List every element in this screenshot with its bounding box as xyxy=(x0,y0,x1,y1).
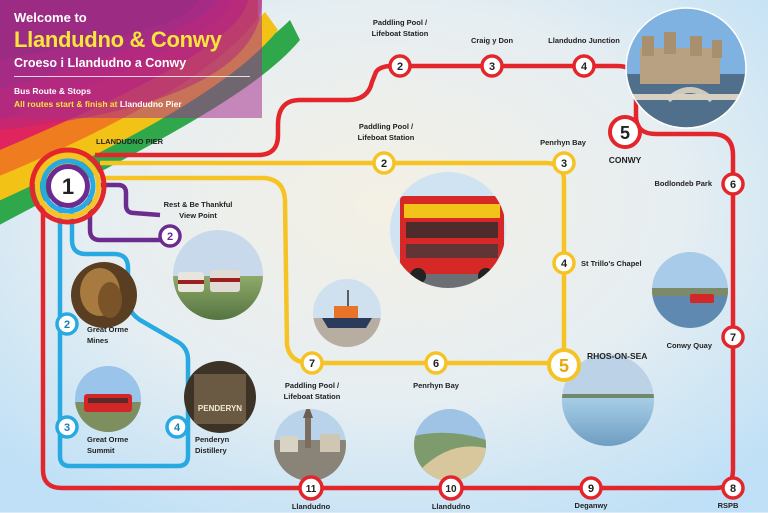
purple-stop-2-label-line2: View Point xyxy=(179,210,217,220)
yellow-stop-3[interactable]: 3 xyxy=(552,151,576,175)
blue-stop-4[interactable]: 4 xyxy=(165,415,189,439)
yellow-stop-5-rhos[interactable]: 5 xyxy=(547,348,581,382)
red-stop-7-num: 7 xyxy=(730,332,736,344)
yellow-stop-7-num: 7 xyxy=(309,358,315,370)
blue-stop-4-label-line2: Distillery xyxy=(195,445,227,455)
hub-label: LLANDUDNO PIER xyxy=(96,137,164,146)
red-stop-7[interactable]: 7 xyxy=(721,325,745,349)
red-stop-11[interactable]: 11 xyxy=(298,475,324,501)
blue-stop-2-num: 2 xyxy=(64,319,70,331)
red-stop-9-num: 9 xyxy=(588,483,594,495)
yellow-stop-4-num: 4 xyxy=(561,258,568,270)
header-divider xyxy=(14,76,250,77)
red-stop-10-num: 10 xyxy=(445,484,457,495)
yellow-stop-6-num: 6 xyxy=(433,358,439,370)
penderyn-sign: PENDERYN xyxy=(198,404,242,413)
all-routes-prefix: All routes start & finish at xyxy=(14,99,118,109)
yellow-stop-2[interactable]: 2 xyxy=(372,151,396,175)
yellow-stop-5-num: 5 xyxy=(559,356,569,376)
purple-stop-2-num: 2 xyxy=(167,231,173,243)
red-stop-5-num: 5 xyxy=(620,123,630,143)
yellow-stop-4[interactable]: 4 xyxy=(552,251,576,275)
welcome-text: Welcome to xyxy=(14,10,87,25)
blue-stop-3-label-line1: Great Orme xyxy=(87,435,129,444)
great-orme-mines-photo xyxy=(71,262,137,328)
red-stop-8-label: RSPB xyxy=(717,501,739,510)
header-swoosh xyxy=(0,0,300,225)
purple-stop-2-label-line1: Rest & Be Thankful xyxy=(163,200,233,209)
red-stop-6-label: Bodlondeb Park xyxy=(654,179,712,188)
yellow-stop-2-label-line1: Paddling Pool / xyxy=(358,122,414,131)
blue-stop-3-label-line2: Summit xyxy=(87,445,115,455)
blue-stop-3-num: 3 xyxy=(64,422,70,434)
yellow-stop-2-label-line2: Lifeboat Station xyxy=(357,132,415,142)
yellow-stop-4-label: St Trillo's Chapel xyxy=(581,259,642,268)
conwy-castle-photo xyxy=(626,8,746,128)
hub-number: 1 xyxy=(62,174,74,199)
red-stop-3[interactable]: 3 xyxy=(480,54,504,78)
yellow-stop-7-label-line1: Paddling Pool / xyxy=(284,381,340,390)
yellow-stop-6[interactable]: 6 xyxy=(424,351,448,375)
red-stop-4[interactable]: 4 xyxy=(572,54,596,78)
page-title: Llandudno & Conwy xyxy=(14,27,222,52)
red-stop-4-label: Llandudno Junction xyxy=(548,36,620,45)
yellow-stop-3-label: Penrhyn Bay xyxy=(540,138,586,147)
red-stop-5-conwy[interactable]: 5 xyxy=(608,115,642,149)
yellow-stop-7-label-line2: Lifeboat Station xyxy=(283,391,341,401)
yellow-stop-6-label: Penrhyn Bay xyxy=(413,381,459,390)
conwy-quay-photo xyxy=(652,252,728,328)
blue-stop-4-num: 4 xyxy=(174,422,181,434)
hub-stop-1[interactable]: 1 xyxy=(29,147,107,225)
yellow-stop-7[interactable]: 7 xyxy=(300,351,324,375)
yellow-stop-5-label: RHOS-ON-SEA xyxy=(587,351,648,361)
all-routes-place: Llandudno Pier xyxy=(119,99,182,109)
blue-stop-4-label-line1: Penderyn xyxy=(195,435,230,444)
blue-stop-2-label-line2: Mines xyxy=(87,335,109,345)
red-stop-3-num: 3 xyxy=(489,61,495,73)
red-stop-3-label: Craig y Don xyxy=(470,36,514,45)
blue-stop-3[interactable]: 3 xyxy=(55,415,79,439)
route-section-heading: Bus Route & Stops xyxy=(14,86,91,96)
red-stop-2-label: Paddling Pool /Lifeboat Station xyxy=(372,18,429,40)
great-orme-summit-photo xyxy=(75,366,141,432)
red-stop-5-label: CONWY xyxy=(608,155,642,165)
red-stop-2[interactable]: 2 xyxy=(388,54,412,78)
blue-stop-2-label-line1: Great Orme xyxy=(87,325,129,334)
yellow-stop-3-num: 3 xyxy=(561,158,567,170)
red-stop-6-num: 6 xyxy=(730,179,736,191)
red-stop-9-label: Deganwy xyxy=(574,501,608,510)
blue-stop-2[interactable]: 2 xyxy=(55,312,79,336)
yellow-stop-2-label: Paddling Pool /Lifeboat Station xyxy=(358,122,415,144)
red-stop-4-num: 4 xyxy=(581,61,588,73)
penderyn-distillery-photo: PENDERYN xyxy=(184,361,256,433)
red-stop-8-num: 8 xyxy=(730,483,736,495)
red-stop-10-label: Llandudno xyxy=(431,502,471,511)
red-stop-2-num: 2 xyxy=(397,61,403,73)
llandudno-beach-photo xyxy=(414,409,486,481)
red-stop-11-label: Llandudno xyxy=(291,502,331,511)
red-stop-8[interactable]: 8 xyxy=(721,476,745,500)
yellow-stop-2-num: 2 xyxy=(381,158,387,170)
all-routes-note: All routes start & finish at Llandudno P… xyxy=(14,99,182,109)
lifeboat-photo xyxy=(313,279,381,347)
red-stop-9[interactable]: 9 xyxy=(579,476,603,500)
red-stop-11-num: 11 xyxy=(306,484,317,495)
purple-stop-2[interactable]: 2 xyxy=(158,224,182,248)
red-stop-6[interactable]: 6 xyxy=(721,172,745,196)
red-stop-7-label: Conwy Quay xyxy=(666,341,712,350)
red-stop-10[interactable]: 10 xyxy=(438,475,464,501)
blue-route-line xyxy=(57,195,191,469)
red-stop-2-label-line2: Lifeboat Station xyxy=(371,28,429,38)
red-stop-2-label-line1: Paddling Pool / xyxy=(372,18,428,27)
yellow-stop-7-label: Paddling Pool /Lifeboat Station xyxy=(284,381,341,403)
welsh-title: Croeso i Llandudno a Conwy xyxy=(14,56,187,70)
